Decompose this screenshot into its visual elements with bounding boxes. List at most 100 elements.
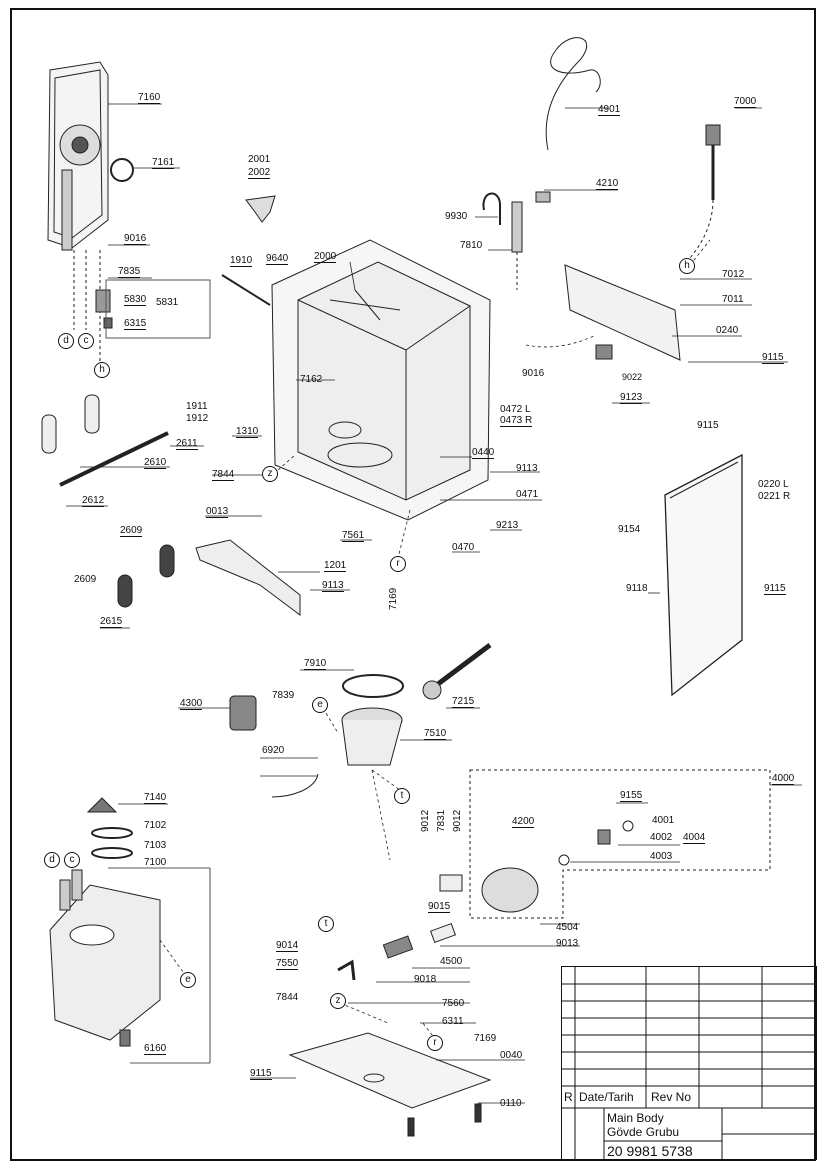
label-7169: 7169 (388, 587, 399, 610)
label-0013: 0013 (206, 506, 229, 518)
leader-lines (66, 103, 802, 1104)
drawing-border (10, 8, 816, 1161)
label-2609a: 2609 (120, 525, 143, 537)
label-7103: 7103 (144, 840, 167, 851)
callout-r: r (390, 556, 406, 572)
rail-2610 (59, 431, 169, 487)
label-9123: 9123 (620, 392, 643, 404)
label-7160: 7160 (138, 92, 161, 104)
part-name-en: Main Body (607, 1111, 664, 1125)
panel-0240 (564, 264, 681, 361)
label-7000: 7000 (734, 96, 757, 108)
sprayarm-7215 (428, 643, 492, 692)
label-6311: 6311 (442, 1016, 464, 1027)
callout-r-2: r (427, 1035, 443, 1051)
sensor-7000 (689, 124, 721, 259)
hose-7810 (511, 201, 523, 253)
label-0220: 0220 L (758, 479, 789, 490)
label-9013: 9013 (556, 938, 579, 949)
label-7831: 7831 (436, 809, 447, 832)
part-name-tr: Gövde Grubu (607, 1125, 680, 1139)
label-9012b: 9012 (452, 809, 463, 832)
gasket-ring-7161 (110, 158, 134, 182)
label-9115d: 9115 (250, 1068, 272, 1080)
label-7215: 7215 (452, 696, 475, 708)
label-4000: 4000 (772, 773, 795, 785)
label-4002: 4002 (650, 832, 673, 843)
label-7839: 7839 (272, 690, 295, 701)
callout-z: z (262, 466, 278, 482)
callout-d: d (58, 333, 74, 349)
label-7510: 7510 (424, 728, 447, 740)
ring-7910 (342, 674, 404, 698)
label-2609b: 2609 (74, 574, 97, 585)
pump-4300 (229, 695, 257, 731)
label-7810: 7810 (460, 240, 483, 251)
callout-h-2: h (679, 258, 695, 274)
label-4210: 4210 (596, 178, 619, 190)
group-box-4000 (469, 769, 771, 919)
callout-e-2: e (180, 972, 196, 988)
rev-letter: R (564, 1090, 573, 1104)
label-0240: 0240 (716, 325, 739, 336)
label-2002: 2002 (248, 167, 271, 179)
label-0040: 0040 (500, 1050, 523, 1061)
label-9113b: 9113 (322, 580, 344, 592)
label-7102: 7102 (144, 820, 167, 831)
label-4200: 4200 (512, 816, 535, 828)
rev-header: Rev No (651, 1090, 692, 1104)
label-9115: 9115 (762, 352, 784, 364)
label-7140: 7140 (144, 792, 167, 804)
label-4003: 4003 (650, 851, 673, 862)
hose-6920 (271, 773, 319, 798)
label-1310: 1310 (236, 426, 259, 438)
label-9012a: 9012 (420, 809, 431, 832)
label-5831: 5831 (156, 297, 179, 308)
label-0471: 0471 (516, 489, 539, 500)
label-7550: 7550 (276, 958, 299, 970)
date-header: Date/Tarih (579, 1090, 634, 1104)
label-1912: 1912 (186, 413, 209, 424)
clip-2609 (159, 544, 175, 578)
label-7844: 7844 (212, 469, 235, 481)
callout-t-2: t (318, 916, 334, 932)
label-0440: 0440 (472, 447, 495, 459)
label-1201: 1201 (324, 560, 347, 572)
label-2615: 2615 (100, 616, 123, 628)
label-4004: 4004 (683, 832, 706, 844)
side-panel-0220 (664, 453, 743, 697)
sump-7510 (341, 707, 403, 766)
label-9016b: 9016 (522, 368, 545, 379)
label-4300: 4300 (180, 698, 203, 710)
title-block: R Date/Tarih Rev No Main Body Gövde Grub… (561, 966, 817, 1160)
label-9213: 9213 (496, 520, 519, 531)
part-4210 (535, 191, 551, 203)
label-9016: 9016 (124, 233, 147, 245)
label-7835: 7835 (118, 266, 141, 278)
label-9640: 9640 (266, 253, 289, 265)
label-4504: 4504 (556, 922, 579, 933)
label-0472: 0472 L (500, 404, 531, 415)
callout-c: c (78, 333, 94, 349)
label-1910: 1910 (230, 255, 253, 267)
roller-2612 (41, 414, 57, 454)
label-7100: 7100 (144, 857, 167, 868)
label-7560: 7560 (442, 998, 465, 1009)
tub-2000 (271, 239, 491, 521)
label-2611: 2611 (176, 438, 198, 450)
label-7162: 7162 (300, 374, 323, 385)
label-7161: 7161 (152, 157, 175, 169)
label-7011: 7011 (722, 294, 744, 305)
label-9930: 9930 (445, 211, 468, 222)
label-4001: 4001 (652, 815, 675, 826)
label-7910: 7910 (304, 658, 327, 670)
label-2610: 2610 (144, 457, 167, 469)
label-6920: 6920 (262, 745, 285, 756)
label-7844b: 7844 (276, 992, 299, 1003)
label-9118: 9118 (626, 583, 648, 594)
spray-7140 (86, 797, 118, 813)
label-6315: 6315 (124, 318, 147, 330)
label-7561: 7561 (342, 530, 365, 542)
control-panel-drawing (47, 61, 109, 362)
